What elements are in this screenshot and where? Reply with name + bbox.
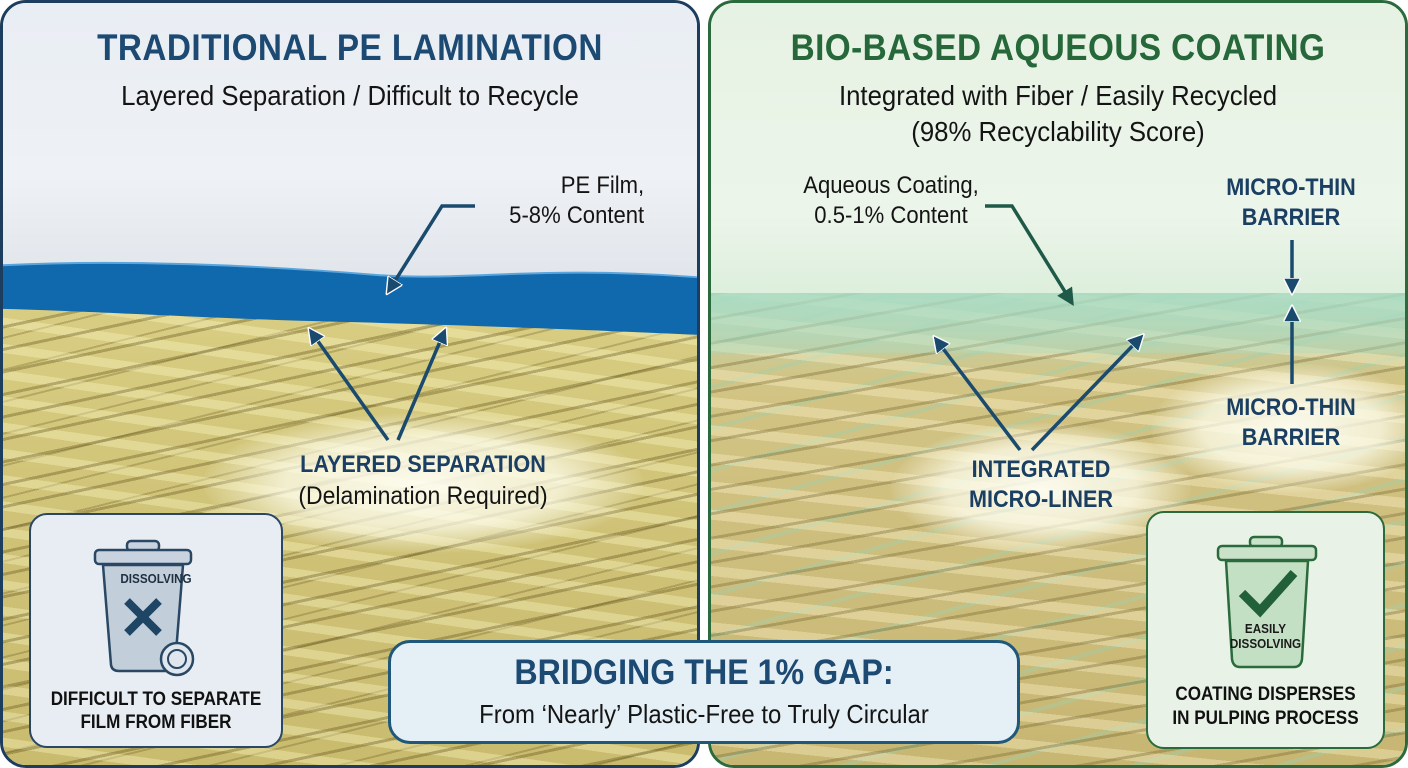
micro-thin-barrier-bottom-label: MICRO-THIN BARRIER — [1192, 393, 1390, 453]
info-box-text-line2: FILM FROM FIBER — [80, 712, 232, 733]
trash-bin-x-icon — [93, 539, 195, 677]
right-panel-subtitle-line1: Integrated with Fiber / Easily Recycled — [838, 80, 1278, 111]
bin-label-line1: EASILY — [1244, 621, 1287, 636]
pe-film-callout: PE Film, 5-8% Content — [442, 171, 644, 231]
layered-separation-label: LAYERED SEPARATION — [300, 451, 546, 478]
integrated-micro-liner-line1: INTEGRATED — [971, 456, 1111, 483]
pe-film-callout-line2: 5-8% Content — [509, 202, 645, 229]
bin-label-easily-dissolving: EASILY DISSOLVING — [1160, 621, 1372, 651]
label-glow — [1151, 363, 1405, 493]
trash-bin-check-icon — [1216, 535, 1318, 669]
bin-label-line2: DISSOLVING — [1229, 636, 1302, 651]
info-box-difficult-separation: DISSOLVING DIFFICULT TO SEPARATE FILM FR… — [29, 513, 283, 748]
aqueous-coating-callout-line1: Aqueous Coating, — [803, 172, 979, 199]
integrated-micro-liner-line2: MICRO-LINER — [969, 486, 1113, 513]
delamination-required-label: (Delamination Required) — [298, 482, 548, 510]
aqueous-coating-layer — [711, 293, 1405, 353]
micro-thin-barrier-top-line2: BARRIER — [1241, 204, 1341, 231]
bin-label-dissolving: DISSOLVING — [120, 571, 192, 586]
info-box-text-line1: DIFFICULT TO SEPARATE — [50, 689, 262, 710]
info-box-text-line1: COATING DISPERSES — [1175, 684, 1356, 705]
aqueous-coating-callout: Aqueous Coating, 0.5-1% Content — [771, 171, 1010, 231]
pe-film-layer — [3, 261, 697, 335]
info-box-coating-disperses: EASILY DISSOLVING COATING DISPERSES IN P… — [1146, 511, 1385, 749]
banner-subtitle: From ‘Nearly’ Plastic-Free to Truly Circ… — [479, 699, 929, 729]
pe-film-callout-line1: PE Film, — [560, 172, 645, 199]
micro-thin-barrier-top-line1: MICRO-THIN — [1226, 174, 1356, 201]
micro-thin-barrier-bottom-line2: BARRIER — [1241, 424, 1341, 451]
background-sky — [3, 3, 697, 293]
micro-thin-barrier-bottom-line1: MICRO-THIN — [1226, 394, 1356, 421]
bridging-gap-banner: BRIDGING THE 1% GAP: From ‘Nearly’ Plast… — [388, 640, 1020, 744]
banner-title: BRIDGING THE 1% GAP: — [514, 653, 894, 692]
aqueous-coating-callout-line2: 0.5-1% Content — [814, 202, 968, 229]
left-panel-title: TRADITIONAL PE LAMINATION — [97, 27, 603, 68]
info-box-text-line2: IN PULPING PROCESS — [1172, 708, 1359, 729]
right-panel-subtitle-line2: (98% Recyclability Score) — [911, 116, 1205, 147]
micro-thin-barrier-top-label: MICRO-THIN BARRIER — [1192, 173, 1390, 233]
right-panel-title: BIO-BASED AQUEOUS COATING — [790, 27, 1326, 68]
left-panel-subtitle: Layered Separation / Difficult to Recycl… — [121, 80, 579, 111]
integrated-micro-liner-label: INTEGRATED MICRO-LINER — [933, 455, 1149, 515]
